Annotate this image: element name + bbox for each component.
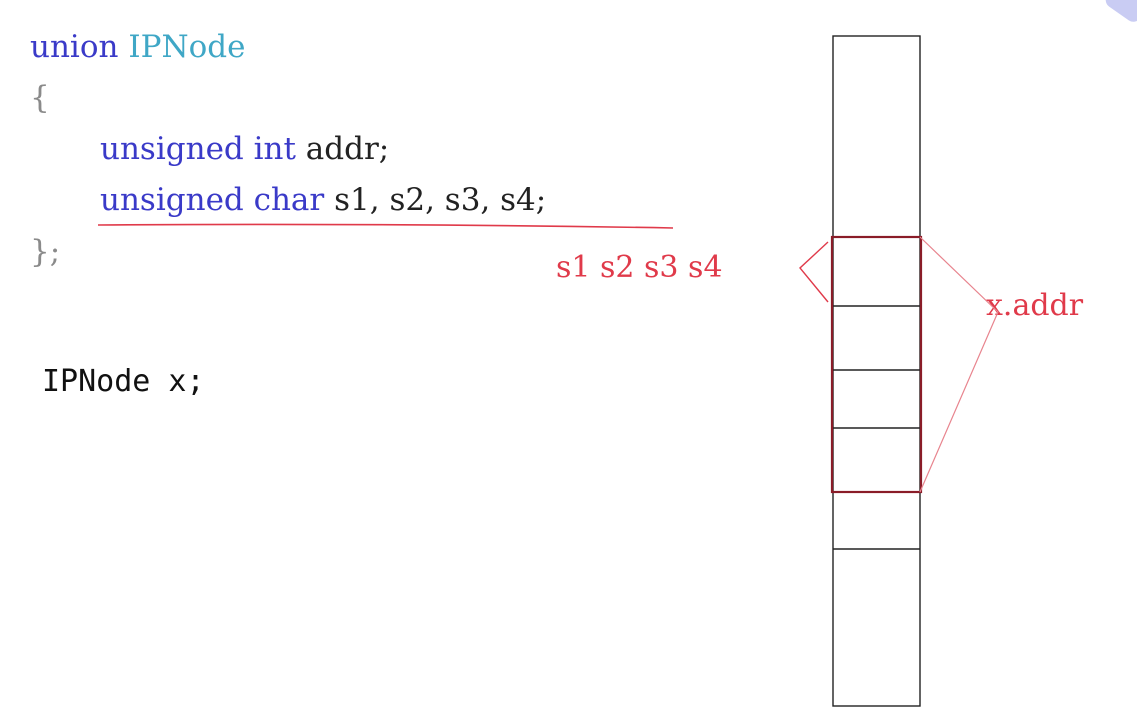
label-bytes-s1-s4: s1 s2 s3 s4 <box>556 250 723 285</box>
code-open-brace: { <box>30 80 50 116</box>
member-chars: s1, s2, s3, s4; <box>324 182 547 218</box>
underline-red <box>97 223 674 229</box>
code-line-chars: unsigned char s1, s2, s3, s4; <box>100 180 546 220</box>
s4-bracket <box>799 241 829 303</box>
declaration-ipnode-x: IPNode x; <box>42 364 205 399</box>
keyword-unsigned-char: unsigned char <box>100 182 325 218</box>
type-name-ipnode: IPNode <box>128 29 246 65</box>
code-close-brace: }; <box>30 234 61 270</box>
addr-bracket <box>919 236 999 493</box>
member-addr: addr; <box>295 131 390 167</box>
label-x-addr: x.addr <box>986 288 1084 323</box>
code-line-union: union IPNode <box>30 27 245 67</box>
union-region <box>830 235 923 494</box>
memory-column <box>832 35 921 707</box>
keyword-union: union <box>30 29 119 65</box>
code-line-addr: unsigned int addr; <box>100 129 389 169</box>
keyword-unsigned-int: unsigned int <box>100 131 296 167</box>
